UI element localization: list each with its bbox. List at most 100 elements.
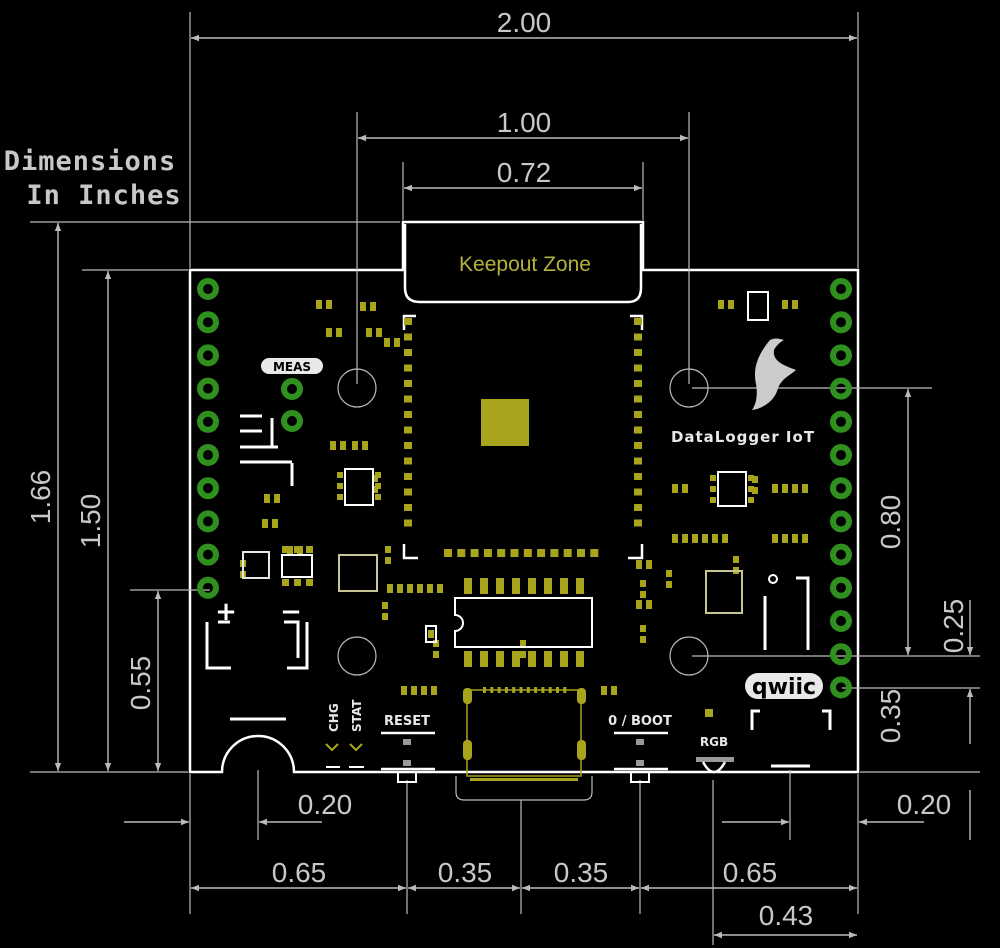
keepout-zone (403, 224, 643, 304)
smd-pad (802, 534, 808, 543)
usb-pin (534, 687, 538, 693)
header-pin (830, 344, 852, 367)
dim-right-small: 0.25 (938, 599, 969, 654)
soic-pad (528, 578, 536, 594)
smd-pad (682, 534, 688, 543)
header-pin (197, 377, 219, 400)
usb-pin (548, 687, 552, 693)
smd-pad (640, 625, 646, 632)
battery-minus: − (280, 597, 302, 627)
module-pad (634, 442, 642, 449)
dim-top-total: 2.00 (497, 7, 552, 38)
smd-pad (387, 584, 393, 593)
dim-right-mid: 0.80 (875, 495, 906, 550)
center-pad (481, 399, 529, 446)
dim-bottom-right-small: 0.20 (897, 789, 952, 820)
ic-footprints (242, 291, 769, 648)
ic-pad (748, 497, 754, 503)
smd-pad (340, 441, 346, 450)
smd-pad (733, 556, 739, 563)
ic-pad (337, 483, 343, 489)
smd-pad (264, 494, 270, 503)
smd-pad (666, 570, 672, 577)
smd-pad (640, 591, 646, 598)
dim-bottom-d: 0.65 (723, 857, 778, 888)
usb-pin (483, 687, 486, 693)
smd-pad (382, 602, 388, 609)
smd-pad (411, 686, 417, 695)
mounting-holes (337, 368, 709, 676)
smd-components (240, 300, 808, 695)
soic-pad (560, 578, 568, 594)
smd-pad (772, 484, 778, 493)
drawing-title: Dimensions In Inches (4, 146, 181, 211)
ic-pad (375, 494, 381, 500)
smd-pad (772, 534, 778, 543)
module-pad (404, 504, 412, 511)
board-name: DataLogger IoT (671, 428, 815, 446)
header-pin (197, 576, 219, 599)
ic-pad (282, 579, 289, 586)
smd-pad (421, 686, 427, 695)
header-pin (197, 344, 219, 367)
ic-pad (748, 475, 754, 481)
status-leds: CHG STAT (325, 699, 364, 768)
dim-top-mid: 1.00 (497, 107, 552, 138)
smd-pad (802, 484, 808, 493)
dim-left-inner: 1.50 (75, 494, 106, 549)
smd-pad (428, 630, 434, 638)
smd-pad (712, 534, 718, 543)
module-pad (404, 457, 412, 465)
soic-pad (464, 578, 472, 594)
smd-pad (782, 300, 788, 309)
dim-bottom-b: 0.35 (438, 857, 493, 888)
module-pad (634, 364, 642, 372)
soic-pad (512, 651, 520, 667)
module-pad (634, 333, 642, 341)
ic-pad (306, 546, 313, 553)
meas-jumper: MEAS (261, 358, 323, 432)
title-line-1: Dimensions (4, 146, 177, 177)
title-line-2: In Inches (26, 180, 181, 211)
keepout-label: Keepout Zone (459, 253, 591, 276)
smd-pad (287, 546, 293, 555)
soic-pad (576, 651, 584, 667)
module-pad (634, 318, 642, 325)
header-pin (197, 510, 219, 533)
usb-pin (541, 687, 545, 693)
header-pin (830, 576, 852, 599)
smd-pad (336, 328, 342, 337)
chg-label: CHG (327, 703, 341, 732)
boot-button: 0 / BOOT (608, 714, 672, 783)
soic-pad (528, 651, 536, 667)
module-pad (483, 549, 492, 557)
smd-pad (274, 494, 280, 503)
ic-pad (282, 546, 289, 553)
module-pad (470, 549, 479, 557)
smd-pad (417, 584, 423, 593)
smd-pad (272, 519, 278, 528)
battery-plus: + (215, 597, 237, 627)
extension-lines (30, 12, 980, 945)
smd-pad (666, 581, 672, 588)
soic-pad (544, 578, 552, 594)
module-pad (404, 473, 412, 480)
smd-pad (316, 300, 322, 309)
soic-pad (464, 651, 472, 667)
ic-pad (710, 475, 716, 481)
smd-pad (672, 484, 678, 493)
smd-pad (782, 484, 788, 493)
meas-label: MEAS (273, 360, 311, 374)
qwiic-connector: qwiic (745, 574, 832, 768)
dimension-labels: 2.00 1.00 0.72 1.66 1.50 0.55 0.80 0.25 … (25, 7, 969, 931)
smd-pad (792, 484, 798, 493)
smd-pad (360, 302, 366, 311)
module-pad (404, 442, 412, 449)
stat-label: STAT (350, 699, 364, 732)
module-pad (523, 549, 532, 557)
smd-pad (366, 328, 372, 337)
module-pad (634, 349, 642, 356)
smd-pad (384, 338, 390, 347)
smd-pad (672, 534, 678, 543)
